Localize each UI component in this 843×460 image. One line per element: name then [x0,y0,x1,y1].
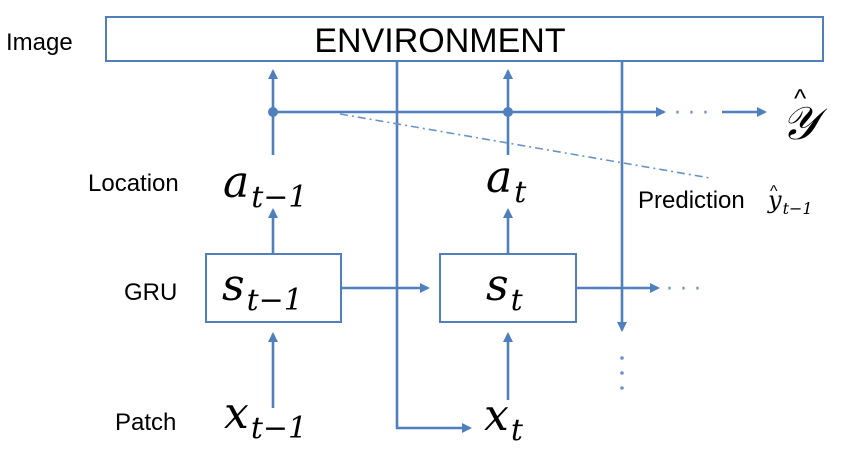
prediction-y-label: yt−1 [767,186,813,218]
y-hat-caret: ^ [794,83,807,113]
vertical-ellipsis-dot-1 [620,356,624,360]
prediction-label: Prediction [638,187,745,214]
s-t-label: st [486,260,524,318]
environment-box [105,16,824,62]
state-ellipsis: · · · [666,277,701,302]
image-label: Image [6,29,73,56]
a-t-label: at [486,152,527,210]
environment-label: ENVIRONMENT [314,22,565,60]
env-to-patch-current-arrow [395,61,472,433]
vertical-ellipsis-dot-3 [620,386,624,390]
x-t-label: xt [484,390,524,448]
vertical-ellipsis-dot-2 [620,371,624,375]
junction-dot-current [503,107,513,117]
gru-cell-prev [205,253,342,323]
s-prev-label: st−1 [222,260,303,318]
x-prev-label: xt−1 [224,388,307,446]
prediction-ellipsis: · · · [674,101,709,126]
prediction-pointer [339,113,711,179]
gru-label: GRU [124,279,177,306]
prediction-y-caret: ^ [770,183,778,200]
a-prev-label: at−1 [223,157,308,215]
location-label: Location [88,170,179,197]
junction-dot-prev [268,107,278,117]
patch-label: Patch [115,409,176,436]
